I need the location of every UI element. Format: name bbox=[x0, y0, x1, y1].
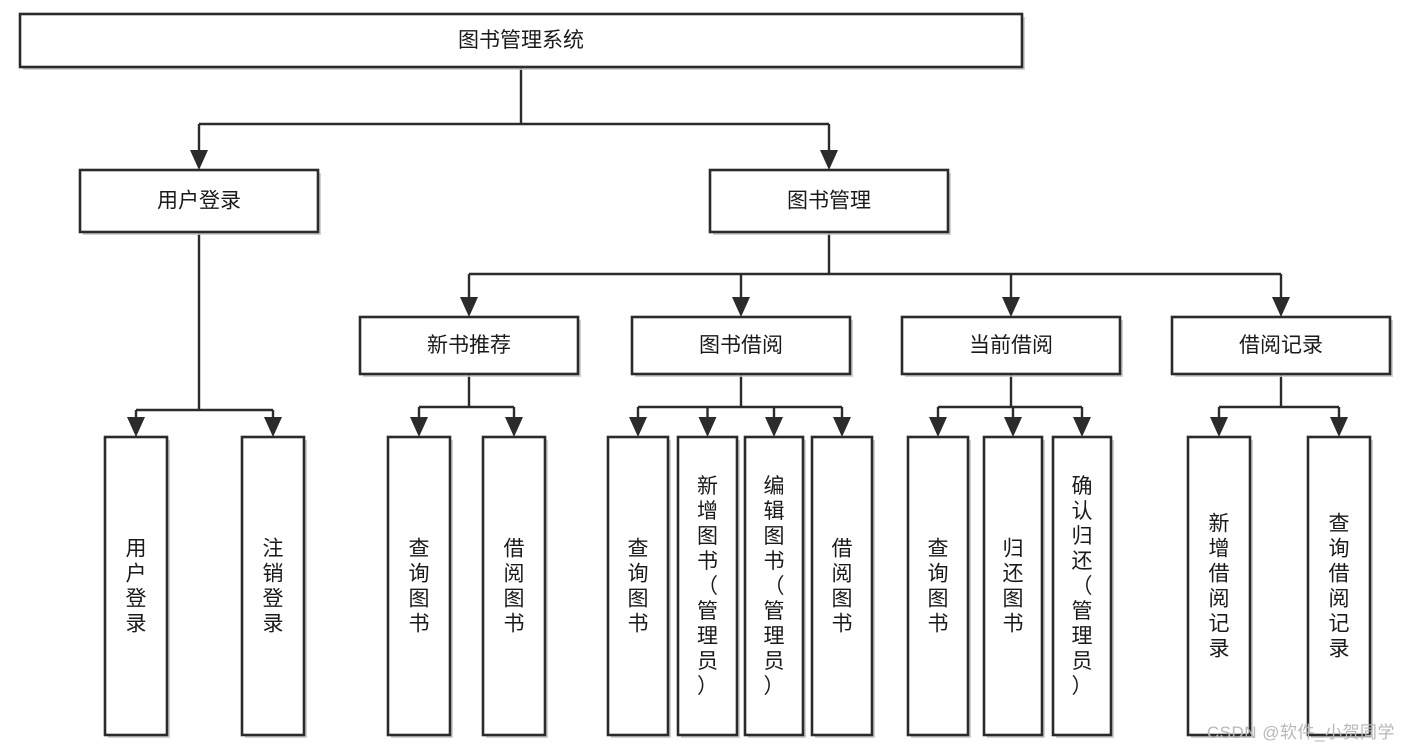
node-leaf-add-record[interactable]: 新增借阅记录 bbox=[1186, 435, 1253, 738]
arrow-head-icon bbox=[698, 417, 717, 437]
node-box-user-login[interactable] bbox=[78, 168, 320, 234]
node-leaf-confirm-return[interactable]: 确认归还（管理员） bbox=[1051, 435, 1114, 738]
node-label-leaf-return-book: 归还图书 bbox=[1003, 538, 1024, 636]
arrow-head-icon bbox=[629, 417, 647, 437]
node-label-leaf-query-book-1: 查询图书 bbox=[409, 538, 430, 636]
node-box-leaf-add-record[interactable] bbox=[1186, 435, 1252, 737]
edge-group-book-borrow bbox=[629, 374, 851, 437]
node-label-leaf-add-book: 新增图书（管理员） bbox=[697, 475, 718, 698]
arrow-head-icon bbox=[505, 417, 523, 437]
node-box-leaf-edit-book[interactable] bbox=[743, 435, 805, 737]
node-label-leaf-edit-book: 编辑图书（管理员） bbox=[764, 475, 785, 698]
arrow-head-icon bbox=[732, 297, 750, 317]
arrow-head-icon bbox=[1004, 417, 1022, 437]
edge-group-book-manage bbox=[460, 232, 1290, 317]
node-box-root[interactable] bbox=[18, 12, 1024, 69]
node-label-leaf-add-record: 新增借阅记录 bbox=[1209, 513, 1230, 661]
node-box-current-borrow[interactable] bbox=[900, 315, 1122, 376]
node-label-book-manage: 图书管理 bbox=[787, 190, 871, 213]
node-box-book-manage[interactable] bbox=[708, 168, 950, 234]
node-label-leaf-query-book-3: 查询图书 bbox=[928, 538, 949, 636]
node-leaf-edit-book[interactable]: 编辑图书（管理员） bbox=[743, 435, 806, 738]
arrow-head-icon bbox=[127, 417, 145, 437]
csdn-watermark: CSDN @软件_小贺同学 bbox=[1206, 723, 1395, 742]
arrow-head-icon bbox=[1002, 297, 1020, 317]
node-box-borrow-record[interactable] bbox=[1170, 315, 1392, 376]
arrow-head-icon bbox=[460, 297, 478, 317]
connector-layer bbox=[127, 67, 1348, 437]
node-user-login[interactable]: 用户登录 bbox=[78, 168, 321, 235]
node-label-leaf-user-logout: 注销登录 bbox=[263, 538, 284, 636]
node-box-leaf-borrow-book-2[interactable] bbox=[810, 435, 874, 737]
node-label-new-book-rec: 新书推荐 bbox=[427, 334, 511, 357]
arrow-head-icon bbox=[1210, 417, 1228, 437]
node-box-leaf-query-record[interactable] bbox=[1306, 435, 1372, 737]
node-leaf-borrow-book-2[interactable]: 借阅图书 bbox=[810, 435, 875, 738]
node-label-leaf-borrow-book-2: 借阅图书 bbox=[832, 538, 853, 636]
node-new-book-rec[interactable]: 新书推荐 bbox=[358, 315, 581, 377]
arrow-head-icon bbox=[833, 417, 851, 437]
edge-group-current-borrow bbox=[929, 374, 1091, 437]
node-label-book-borrow: 图书借阅 bbox=[699, 334, 783, 357]
arrow-head-icon bbox=[410, 417, 428, 437]
edge-group-new-book-rec bbox=[410, 374, 523, 437]
node-box-leaf-query-book-1[interactable] bbox=[386, 435, 452, 737]
node-box-leaf-query-book-2[interactable] bbox=[606, 435, 670, 737]
edge-group-user-login bbox=[127, 232, 282, 437]
node-box-leaf-add-book[interactable] bbox=[676, 435, 739, 737]
node-box-leaf-user-login[interactable] bbox=[103, 435, 169, 737]
node-layer: 图书管理系统用户登录图书管理新书推荐图书借阅当前借阅借阅记录用户登录注销登录查询… bbox=[18, 12, 1393, 738]
node-label-leaf-user-login: 用户登录 bbox=[126, 538, 147, 636]
arrow-head-icon bbox=[190, 150, 208, 170]
node-current-borrow[interactable]: 当前借阅 bbox=[900, 315, 1123, 377]
node-leaf-query-book-1[interactable]: 查询图书 bbox=[386, 435, 453, 738]
node-leaf-query-book-3[interactable]: 查询图书 bbox=[906, 435, 971, 738]
node-box-leaf-query-book-3[interactable] bbox=[906, 435, 970, 737]
arrow-head-icon bbox=[1272, 297, 1290, 317]
node-book-borrow[interactable]: 图书借阅 bbox=[630, 315, 853, 377]
edge-group-borrow-record bbox=[1210, 374, 1348, 437]
node-label-leaf-query-record: 查询借阅记录 bbox=[1329, 513, 1350, 661]
node-leaf-query-record[interactable]: 查询借阅记录 bbox=[1306, 435, 1373, 738]
arrow-head-icon bbox=[820, 150, 838, 170]
node-leaf-user-login[interactable]: 用户登录 bbox=[103, 435, 170, 738]
node-box-book-borrow[interactable] bbox=[630, 315, 852, 376]
node-label-current-borrow: 当前借阅 bbox=[969, 334, 1053, 357]
node-root[interactable]: 图书管理系统 bbox=[18, 12, 1025, 70]
node-box-leaf-return-book[interactable] bbox=[982, 435, 1044, 737]
node-box-leaf-user-logout[interactable] bbox=[240, 435, 306, 737]
node-label-root: 图书管理系统 bbox=[458, 29, 584, 52]
arrow-head-icon bbox=[929, 417, 947, 437]
arrow-head-icon bbox=[1330, 417, 1348, 437]
node-label-leaf-query-book-2: 查询图书 bbox=[628, 538, 649, 636]
arrow-head-icon bbox=[264, 417, 282, 437]
node-box-new-book-rec[interactable] bbox=[358, 315, 580, 376]
node-leaf-add-book[interactable]: 新增图书（管理员） bbox=[676, 435, 740, 738]
node-label-borrow-record: 借阅记录 bbox=[1239, 334, 1323, 357]
node-label-leaf-confirm-return: 确认归还（管理员） bbox=[1072, 475, 1093, 698]
node-label-leaf-borrow-book-1: 借阅图书 bbox=[504, 538, 525, 636]
node-leaf-user-logout[interactable]: 注销登录 bbox=[240, 435, 307, 738]
arrow-head-icon bbox=[1073, 417, 1091, 437]
node-box-leaf-borrow-book-1[interactable] bbox=[481, 435, 547, 737]
arrow-head-icon bbox=[765, 417, 783, 437]
edge-group-root bbox=[190, 67, 838, 170]
node-leaf-query-book-2[interactable]: 查询图书 bbox=[606, 435, 671, 738]
node-leaf-return-book[interactable]: 归还图书 bbox=[982, 435, 1045, 738]
node-leaf-borrow-book-1[interactable]: 借阅图书 bbox=[481, 435, 548, 738]
node-box-leaf-confirm-return[interactable] bbox=[1051, 435, 1113, 737]
node-borrow-record[interactable]: 借阅记录 bbox=[1170, 315, 1393, 377]
node-book-manage[interactable]: 图书管理 bbox=[708, 168, 951, 235]
node-label-user-login: 用户登录 bbox=[157, 190, 241, 213]
